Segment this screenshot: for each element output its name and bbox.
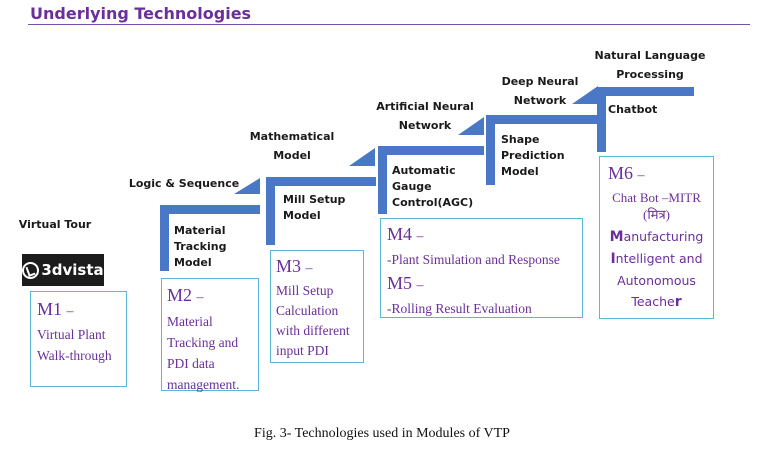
module-description-m5: -Rolling Result Evaluation <box>387 301 532 316</box>
module-code: M3 – <box>276 256 313 276</box>
tech-label-logic-sequence: Logic & Sequence <box>128 177 240 190</box>
tech-label-ann: Artificial Neural Network <box>376 100 474 132</box>
module-code-m4: M4 – <box>387 224 424 244</box>
diagram-title: Underlying Technologies <box>30 4 252 23</box>
acronym-line-3: Autonomous <box>617 273 696 288</box>
tech-label-nlp: Natural Language Processing <box>594 49 706 81</box>
module-description: Chat Bot –MITR (मित्र) <box>612 190 701 222</box>
stair-tread-1 <box>160 205 260 214</box>
module-code-m5: M5 – <box>387 273 424 293</box>
stair-riser-1 <box>160 205 169 271</box>
module-code: M6 – <box>608 163 645 183</box>
module-box-m6: M6 – Chat Bot –MITR (मित्र) Manufacturin… <box>599 156 714 319</box>
stair-riser-3 <box>378 146 387 214</box>
inner-label-agc: Automatic Gauge Control(AGC) <box>392 164 474 209</box>
figure-caption: Fig. 3- Technologies used in Modules of … <box>254 426 510 441</box>
3dvista-logo-icon <box>22 261 40 279</box>
module-description: Mill Setup Calculation with different in… <box>276 283 350 358</box>
inner-label-shape-prediction: Shape Prediction Model <box>501 133 565 178</box>
acronym-line-2: Intelligent and <box>610 251 703 267</box>
tech-label-mathematical-model: Mathematical Model <box>249 130 335 162</box>
module-box-m1: M1 – Virtual Plant Walk-through <box>30 291 127 387</box>
stair-riser-5 <box>597 87 606 152</box>
stair-riser-2 <box>266 177 275 245</box>
stair-tread-2 <box>266 177 376 186</box>
module-box-m4-m5: M4 – -Plant Simulation and Response M5 –… <box>380 218 583 318</box>
stair-tread-5 <box>597 87 694 96</box>
logo-text: 3dvista <box>41 261 104 279</box>
inner-label-material-tracking: Material Tracking Model <box>174 224 227 269</box>
stair-tread-3 <box>378 146 484 155</box>
stair-tread-4 <box>486 115 598 124</box>
stair-arrowhead-1 <box>234 178 260 194</box>
module-code: M2 – <box>167 285 204 305</box>
inner-label-chatbot: Chatbot <box>608 103 658 116</box>
module-code: M1 – <box>37 299 74 319</box>
3dvista-logo: 3dvista <box>22 254 104 286</box>
acronym-line-4: Teacher <box>631 294 682 310</box>
module-description-m4: -Plant Simulation and Response <box>387 252 560 267</box>
module-description: Virtual Plant Walk-through <box>37 327 112 363</box>
module-description: Material Tracking and PDI data managemen… <box>167 314 240 392</box>
stair-riser-4 <box>486 115 495 185</box>
module-box-m2: M2 – Material Tracking and PDI data mana… <box>161 278 259 392</box>
mitr-acronym: Manufacturing Intelligent and Autonomous… <box>604 226 709 313</box>
stair-arrowhead-4 <box>572 86 598 104</box>
tech-label-virtual-tour: Virtual Tour <box>18 218 92 231</box>
inner-label-mill-setup: Mill Setup Model <box>283 193 346 222</box>
acronym-line-1: Manufacturing <box>609 229 704 245</box>
title-divider <box>28 24 750 25</box>
module-box-m3: M3 – Mill Setup Calculation with differe… <box>270 250 364 363</box>
stair-arrowhead-3 <box>458 117 484 135</box>
stair-arrowhead-2 <box>349 148 375 166</box>
tech-label-dnn: Deep Neural Network <box>501 75 579 107</box>
